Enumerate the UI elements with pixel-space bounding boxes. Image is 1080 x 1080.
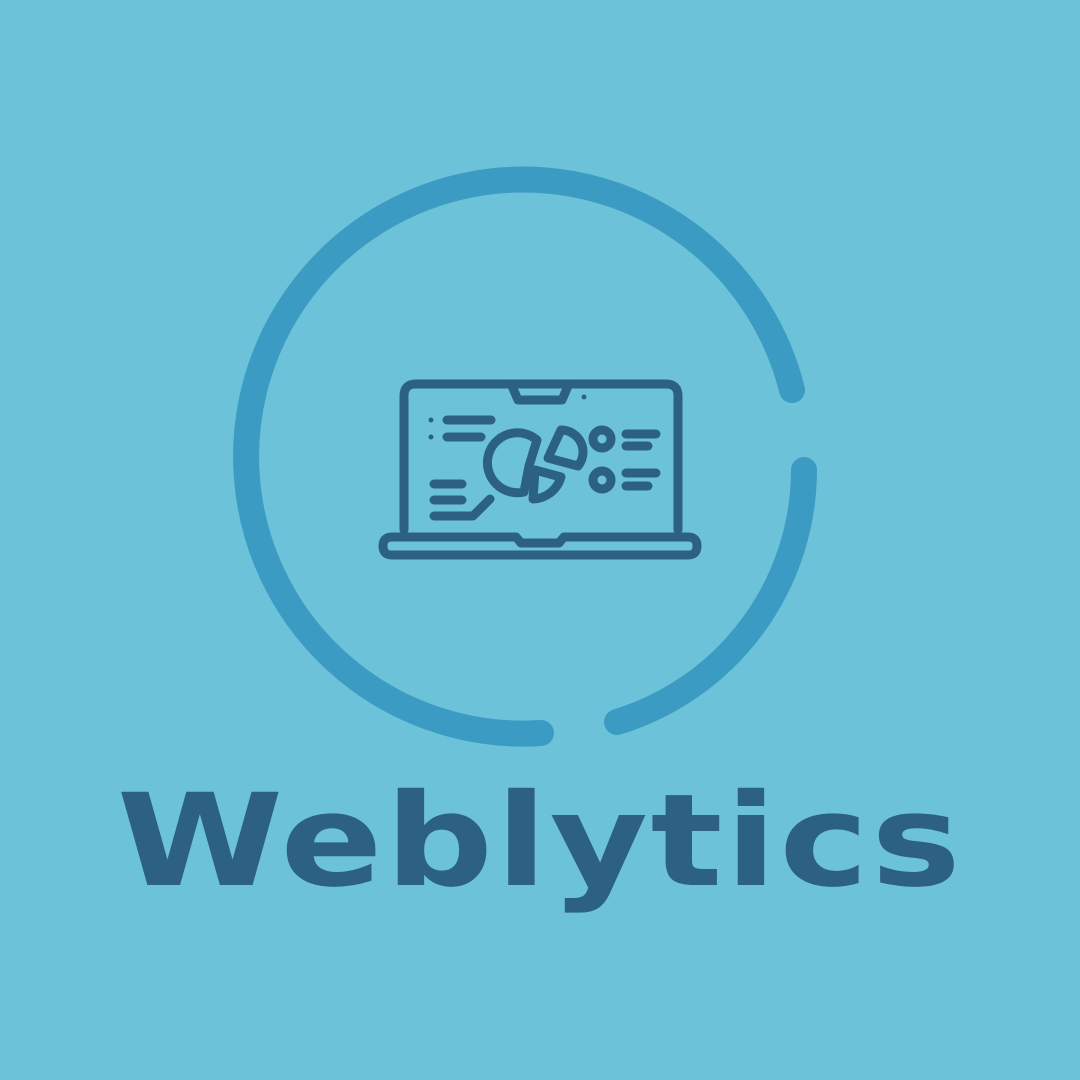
pie-chart-icon [482, 425, 588, 504]
ring-icon [233, 166, 817, 747]
legend-dot-2 [588, 466, 616, 494]
camera-notch [507, 381, 573, 405]
trend-line-icon [429, 494, 495, 521]
camera-dot [581, 394, 587, 400]
ring-arc-main [233, 166, 805, 747]
brand-wordmark: Weblytics [116, 767, 964, 916]
legend-dot-1 [588, 425, 616, 453]
ring-arc-secondary [604, 457, 817, 735]
laptop-analytics-icon [378, 379, 702, 560]
laptop-screen [399, 379, 683, 535]
laptop-base [378, 532, 702, 560]
